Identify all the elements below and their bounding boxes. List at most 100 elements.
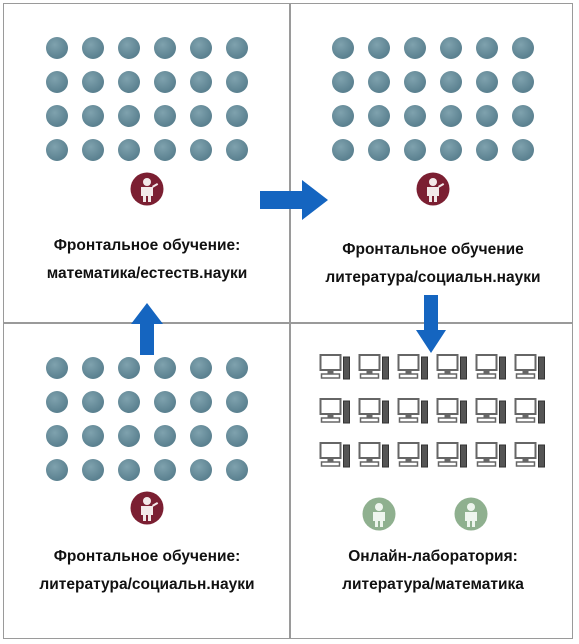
computer-icon (514, 397, 548, 427)
student-dot-icon (154, 139, 176, 161)
student-dot-icon (368, 105, 390, 127)
computer-icon (319, 397, 353, 427)
student-dot-icon (404, 105, 426, 127)
caption-line-1: Фронтальное обучение (342, 241, 524, 258)
student-dot-icon (154, 391, 176, 413)
caption-line-2: математика/естеств.науки (46, 265, 248, 282)
computer-icon (436, 353, 470, 383)
student-dot-icon (368, 139, 390, 161)
caption-line-1: Онлайн-лаборатория: (348, 548, 518, 565)
student-dot-icon (404, 139, 426, 161)
computer-icon (397, 397, 431, 427)
student-dot-icon (226, 357, 248, 379)
student-dot-icon (118, 459, 140, 481)
student-dot-icon (46, 71, 68, 93)
student-grid (46, 37, 248, 161)
student-dot-icon (226, 71, 248, 93)
arrow-up-icon (131, 303, 163, 355)
student-dot-icon (154, 459, 176, 481)
student-dot-icon (46, 425, 68, 447)
student-grid (332, 37, 534, 161)
student-dot-icon (190, 37, 212, 59)
student-dot-icon (118, 105, 140, 127)
student-dot-icon (226, 37, 248, 59)
computer-icon (358, 353, 392, 383)
student-dot-icon (82, 105, 104, 127)
student-dot-icon (118, 391, 140, 413)
student-dot-icon (440, 71, 462, 93)
student-dot-icon (118, 425, 140, 447)
student-dot-icon (512, 105, 534, 127)
student-dot-icon (226, 105, 248, 127)
arrow-right-icon (260, 180, 328, 220)
student-dot-icon (190, 139, 212, 161)
student-dot-icon (190, 71, 212, 93)
student-dot-icon (512, 37, 534, 59)
computer-icon (397, 441, 431, 471)
online-student-icon (362, 497, 396, 531)
student-dot-icon (82, 71, 104, 93)
caption: Фронтальное обучение: математика/естеств… (4, 232, 290, 288)
computer-icon (319, 353, 353, 383)
student-dot-icon (190, 459, 212, 481)
caption-line-1: Фронтальное обучение: (53, 237, 241, 254)
quadrant-frontal-math: Фронтальное обучение: математика/естеств… (4, 4, 290, 323)
student-dot-icon (190, 425, 212, 447)
student-dot-icon (226, 139, 248, 161)
student-dot-icon (226, 391, 248, 413)
computer-icon (475, 441, 509, 471)
student-dot-icon (440, 139, 462, 161)
student-dot-icon (118, 139, 140, 161)
student-dot-icon (512, 139, 534, 161)
student-dot-icon (404, 37, 426, 59)
computer-icon (475, 397, 509, 427)
computer-icon (475, 353, 509, 383)
vertical-divider (289, 3, 291, 639)
student-dot-icon (404, 71, 426, 93)
caption: Онлайн-лаборатория: литература/математик… (290, 543, 576, 599)
computer-icon (397, 353, 431, 383)
student-dot-icon (440, 37, 462, 59)
student-dot-icon (512, 71, 534, 93)
student-dot-icon (332, 139, 354, 161)
student-dot-icon (476, 71, 498, 93)
student-dot-icon (476, 105, 498, 127)
online-students (290, 497, 576, 533)
caption-line-1: Фронтальное обучение: (53, 548, 241, 565)
student-dot-icon (440, 105, 462, 127)
caption-line-2: литература/социальн.науки (39, 576, 255, 593)
teacher-icon (130, 491, 164, 525)
computer-icon (436, 441, 470, 471)
student-dot-icon (46, 105, 68, 127)
student-dot-icon (368, 71, 390, 93)
caption: Фронтальное обучение: литература/социаль… (4, 543, 290, 599)
student-dot-icon (82, 37, 104, 59)
caption: Фронтальное обучение литература/социальн… (290, 236, 576, 292)
student-dot-icon (332, 105, 354, 127)
caption-line-2: литература/математика (342, 576, 524, 593)
student-grid (46, 357, 248, 481)
student-dot-icon (46, 357, 68, 379)
computer-icon (358, 441, 392, 471)
student-dot-icon (332, 37, 354, 59)
horizontal-divider (3, 322, 573, 324)
teacher-icon (130, 172, 164, 206)
quadrant-frontal-literature-2: Фронтальное обучение: литература/социаль… (4, 323, 290, 642)
student-dot-icon (154, 357, 176, 379)
student-dot-icon (82, 357, 104, 379)
student-dot-icon (154, 37, 176, 59)
computer-icon (514, 441, 548, 471)
student-dot-icon (226, 459, 248, 481)
caption-line-2: литература/социальн.науки (325, 269, 541, 286)
computer-icon (319, 441, 353, 471)
computer-icon (436, 397, 470, 427)
student-dot-icon (476, 139, 498, 161)
student-dot-icon (332, 71, 354, 93)
student-dot-icon (82, 459, 104, 481)
computer-icon (514, 353, 548, 383)
arrow-down-icon (416, 295, 446, 353)
student-dot-icon (46, 37, 68, 59)
computer-icon (358, 397, 392, 427)
student-dot-icon (154, 71, 176, 93)
online-student-icon (454, 497, 488, 531)
